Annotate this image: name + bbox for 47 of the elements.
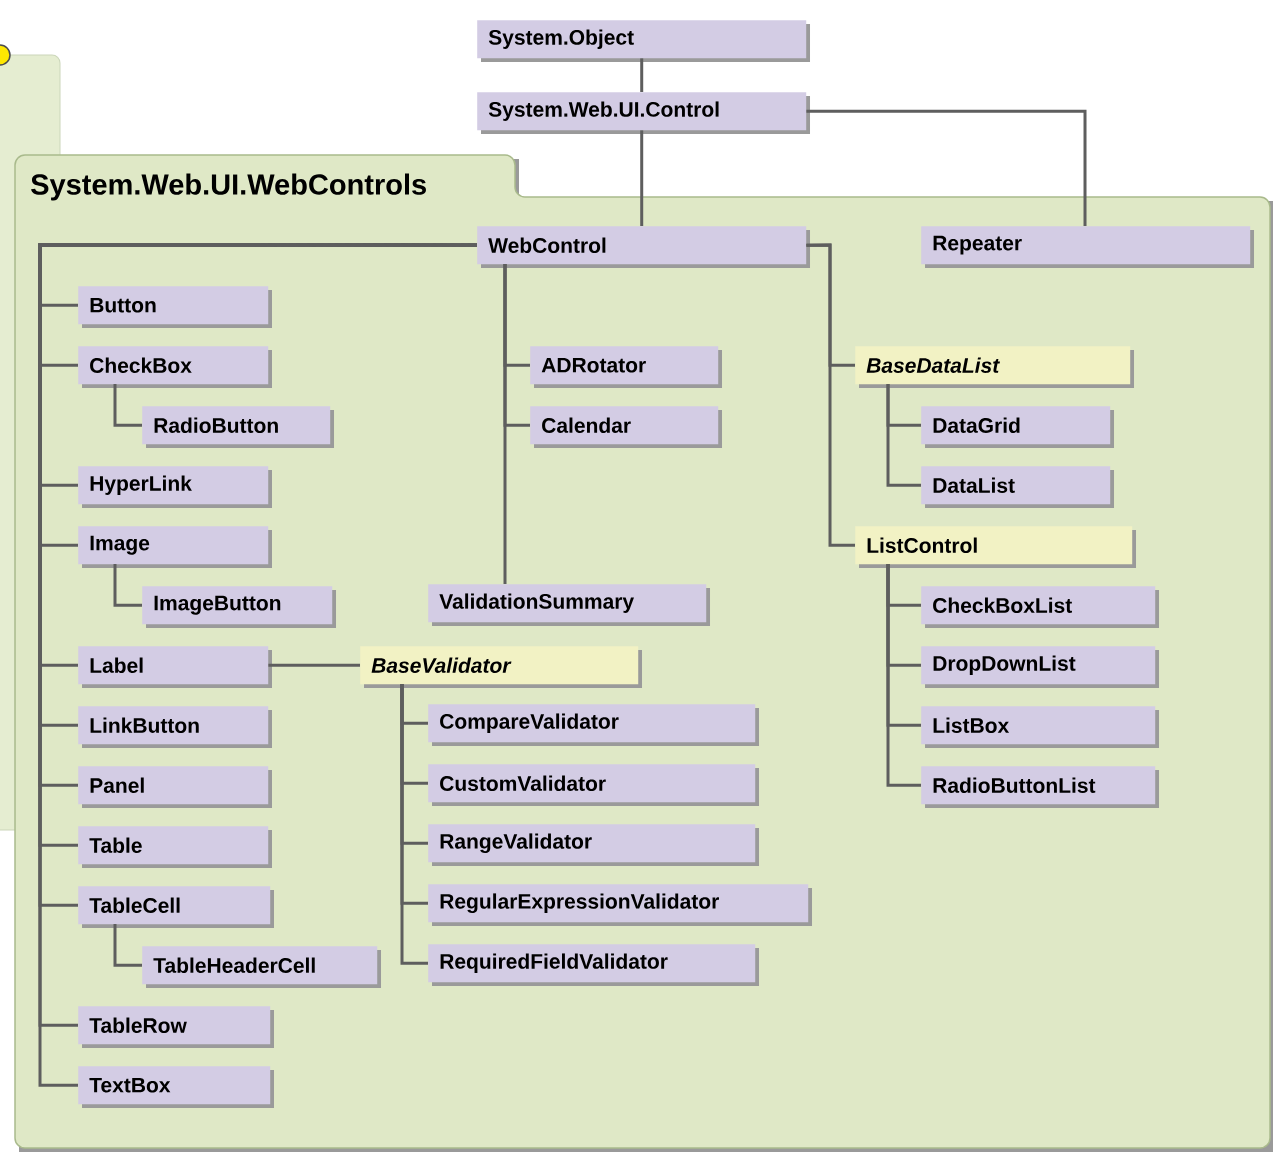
connector-line <box>640 130 644 226</box>
class-box: ImageButton <box>142 586 336 628</box>
class-box: CheckBoxList <box>921 586 1159 628</box>
class-box: RangeValidator <box>428 824 759 866</box>
class-box: ValidationSummary <box>428 584 710 626</box>
class-box: BaseValidator <box>360 646 642 688</box>
class-box: Table <box>78 826 272 868</box>
class-box: TableRow <box>78 1006 274 1048</box>
class-box: TableCell <box>78 886 274 928</box>
class-box: RadioButtonList <box>921 766 1159 808</box>
connector-line <box>113 384 142 427</box>
class-box: System.Object <box>477 20 810 62</box>
connector-line <box>113 564 142 607</box>
connector-line <box>886 564 921 787</box>
class-box: LinkButton <box>78 706 272 748</box>
class-box: ListBox <box>921 706 1159 748</box>
connector-line <box>806 243 855 547</box>
class-box: DataGrid <box>921 406 1114 448</box>
class-box: System.Web.UI.Control <box>477 92 810 134</box>
connector-line <box>503 264 507 584</box>
class-box: RegularExpressionValidator <box>428 884 812 926</box>
class-box: DataList <box>921 466 1114 508</box>
class-box: Calendar <box>530 406 722 448</box>
connector-line <box>268 663 360 667</box>
class-box: Button <box>78 286 272 328</box>
class-box: Panel <box>78 766 272 808</box>
class-box: RequiredFieldValidator <box>428 944 759 986</box>
class-box: CompareValidator <box>428 704 759 746</box>
connector-line <box>400 684 428 965</box>
class-box: Label <box>78 646 272 688</box>
class-box: BaseDataList <box>855 346 1134 388</box>
class-box: CheckBox <box>78 346 272 388</box>
class-box: Repeater <box>921 226 1254 268</box>
class-box: Image <box>78 526 272 568</box>
class-box: ListControl <box>855 526 1136 568</box>
class-box: RadioButton <box>142 406 334 448</box>
class-box: DropDownList <box>921 646 1159 688</box>
class-box: HyperLink <box>78 466 272 508</box>
connector-line <box>806 109 1087 226</box>
connector-line <box>640 58 644 92</box>
class-box: CustomValidator <box>428 764 759 806</box>
connector-line <box>113 924 142 967</box>
connector-line <box>886 384 921 487</box>
class-box: TextBox <box>78 1066 274 1108</box>
class-box: ADRotator <box>530 346 722 388</box>
class-box: WebControl <box>477 226 810 268</box>
class-box: TableHeaderCell <box>142 946 381 988</box>
